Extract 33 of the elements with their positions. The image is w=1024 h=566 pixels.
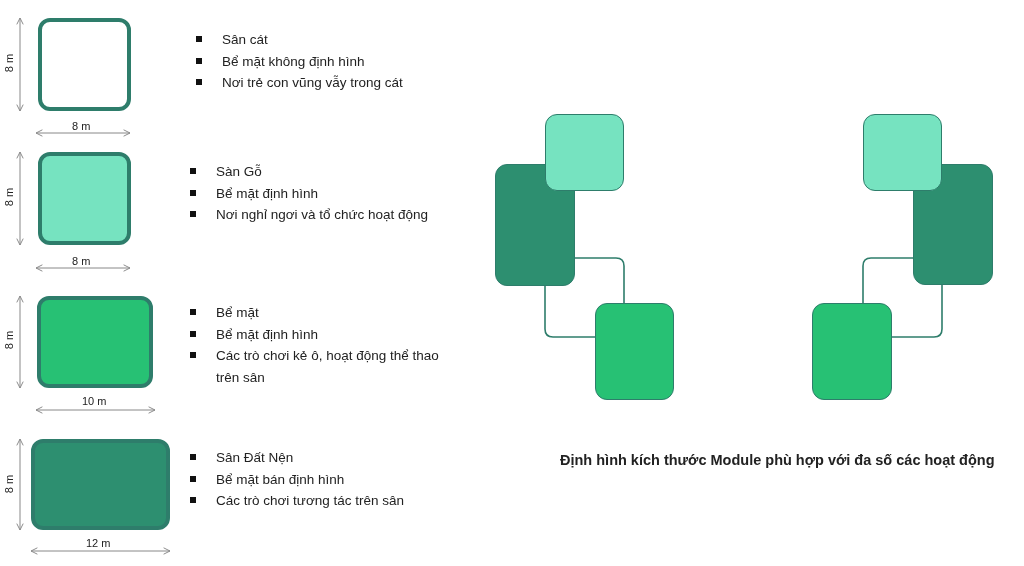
bullet-text: Bể mặt định hình xyxy=(216,185,319,201)
module-tile xyxy=(595,303,674,400)
bullet-text: Bể mặt định hình xyxy=(216,326,319,342)
module-tile xyxy=(812,303,892,400)
bullet-text: Bể mặt không định hình xyxy=(222,53,365,69)
connector-line xyxy=(891,284,943,338)
dimension-label: 8 m xyxy=(3,53,16,73)
dimension-label: 8 m xyxy=(72,120,91,132)
caption: Định hình kích thước Module phù hợp với đa số các hoạt động xyxy=(560,452,995,468)
dimension-label: 8 m xyxy=(72,255,91,267)
bullet-text: Các trò chơi tương tác trên sân xyxy=(216,493,405,508)
connector-line xyxy=(574,257,625,304)
connector-line xyxy=(862,257,914,304)
dimension-label: 8 m xyxy=(3,330,16,350)
bullet-text: Sân Đất Nện xyxy=(216,450,294,465)
module-tile xyxy=(545,114,624,191)
bullet-text: Sân cát xyxy=(222,32,268,47)
bullet-text: Nơi trẻ con vũng vẫy trong cát xyxy=(222,75,403,90)
dimension-label: 8 m xyxy=(3,474,16,494)
sand-pit-square xyxy=(38,18,131,111)
module-tile xyxy=(495,164,575,286)
play-surface-square xyxy=(37,296,153,388)
earth-court-rectangle xyxy=(31,439,170,530)
bullet-text: Bể mặt bán định hình xyxy=(216,471,345,487)
bullet-text: Nơi nghỉ ngơi và tổ chức hoạt động xyxy=(216,207,429,222)
connector-line xyxy=(544,285,596,338)
bullet-text: Sàn Gỗ xyxy=(216,164,262,179)
bullet-text: Bể mặt xyxy=(216,305,259,320)
module-tile xyxy=(913,164,993,285)
wood-deck-square xyxy=(38,152,131,245)
module-tile xyxy=(863,114,942,191)
bullet-text: Các trò chơi kẻ ô, hoạt động thể thao trên sân xyxy=(216,348,439,385)
dimension-label: 8 m xyxy=(3,187,16,207)
